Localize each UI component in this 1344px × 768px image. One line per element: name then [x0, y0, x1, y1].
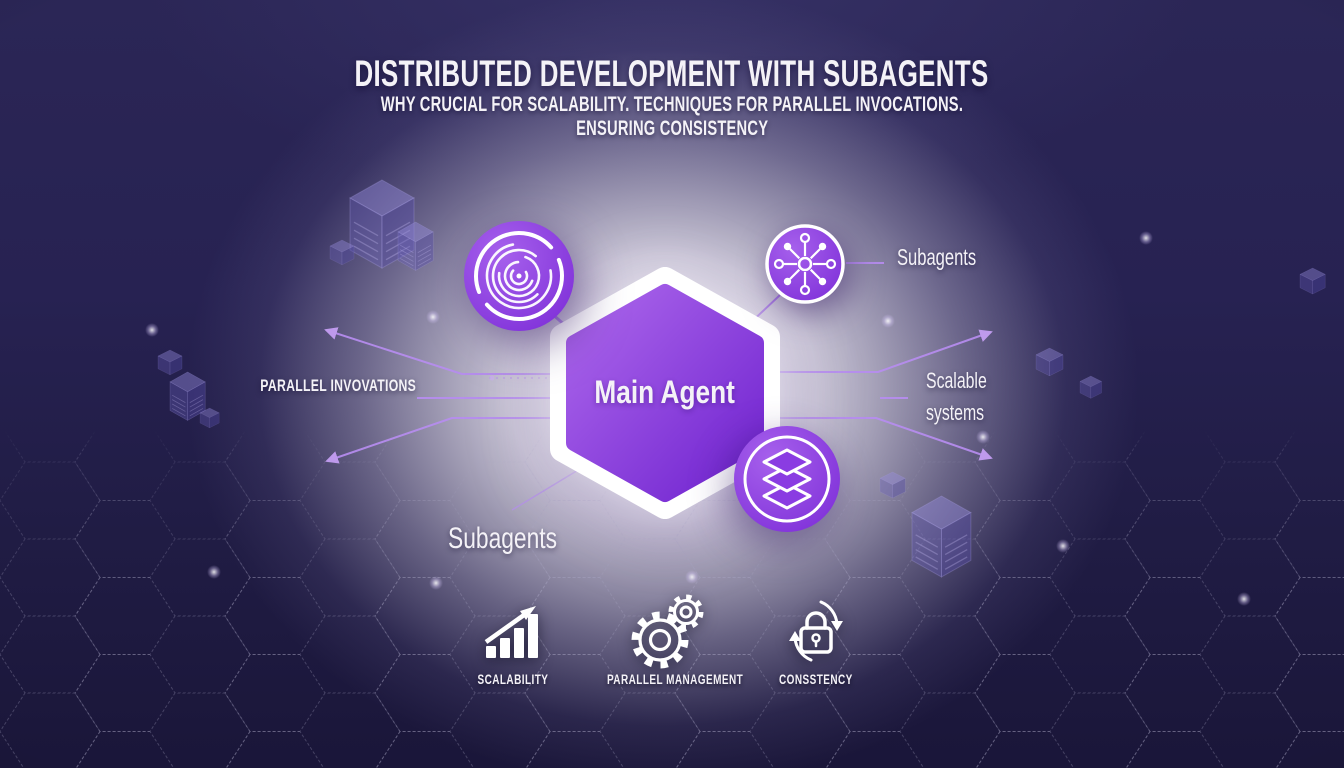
glow-dot [976, 430, 990, 444]
glow-dot [1139, 231, 1153, 245]
glow-dot [685, 570, 699, 584]
arrow-right-lower [770, 417, 993, 461]
left-annotation: PARALLEL INVOVATIONS [188, 376, 488, 396]
subagents-top-label: Subagents [897, 244, 977, 270]
parallel-invocations-label: PARALLEL INVOVATIONS [260, 376, 416, 395]
right-annotation: Scalable systems [926, 366, 1010, 430]
glow-dot [145, 323, 159, 337]
network-hub-icon [765, 224, 845, 304]
page-subtitle-line2: ENSURING CONSISTENCY [575, 117, 769, 140]
bottom-annotation: Subagents [448, 522, 591, 556]
main-agent-hexagon [550, 267, 780, 519]
arrow-right-upper [770, 329, 993, 373]
scalable-label: Scalable [926, 368, 987, 393]
header: DISTRIBUTED DEVELOPMENT WITH SUBAGENTS [0, 52, 1344, 95]
subagents-bottom-label: Subagents [448, 522, 558, 555]
glow-dot [429, 576, 443, 590]
systems-label: systems [926, 400, 985, 425]
main-agent-label: Main Agent [594, 374, 736, 410]
parallel-management-label: PARALLEL MANAGEMENT [606, 672, 744, 687]
feature-parallel-management: PARALLEL MANAGEMENT [583, 594, 753, 689]
page-subtitle-line1: WHY CRUCIAL FOR SCALABILITY. TECHNIQUES … [380, 93, 964, 116]
gears-icon [631, 594, 704, 669]
fingerprint-icon [464, 221, 574, 331]
page-title: DISTRIBUTED DEVELOPMENT WITH SUBAGENTS [354, 52, 990, 94]
circuit-node-dot [489, 375, 495, 381]
subagents-node-annotation: Subagents [897, 244, 1007, 271]
glow-dot [1237, 592, 1251, 606]
consistency-label: CONSSTENCY [779, 672, 853, 687]
feature-consistency: CONSSTENCY [731, 596, 901, 689]
main-agent-node: Main Agent [535, 374, 795, 411]
layers-stack-icon [734, 426, 840, 532]
feature-scalability: SCALABILITY [428, 596, 598, 689]
glow-dot [207, 565, 221, 579]
scalability-label: SCALABILITY [477, 672, 549, 687]
lock-refresh-icon [789, 600, 843, 662]
glow-dot [1056, 539, 1070, 553]
growth-chart-icon [484, 606, 538, 658]
glow-dot [881, 314, 895, 328]
glow-dot [426, 310, 440, 324]
